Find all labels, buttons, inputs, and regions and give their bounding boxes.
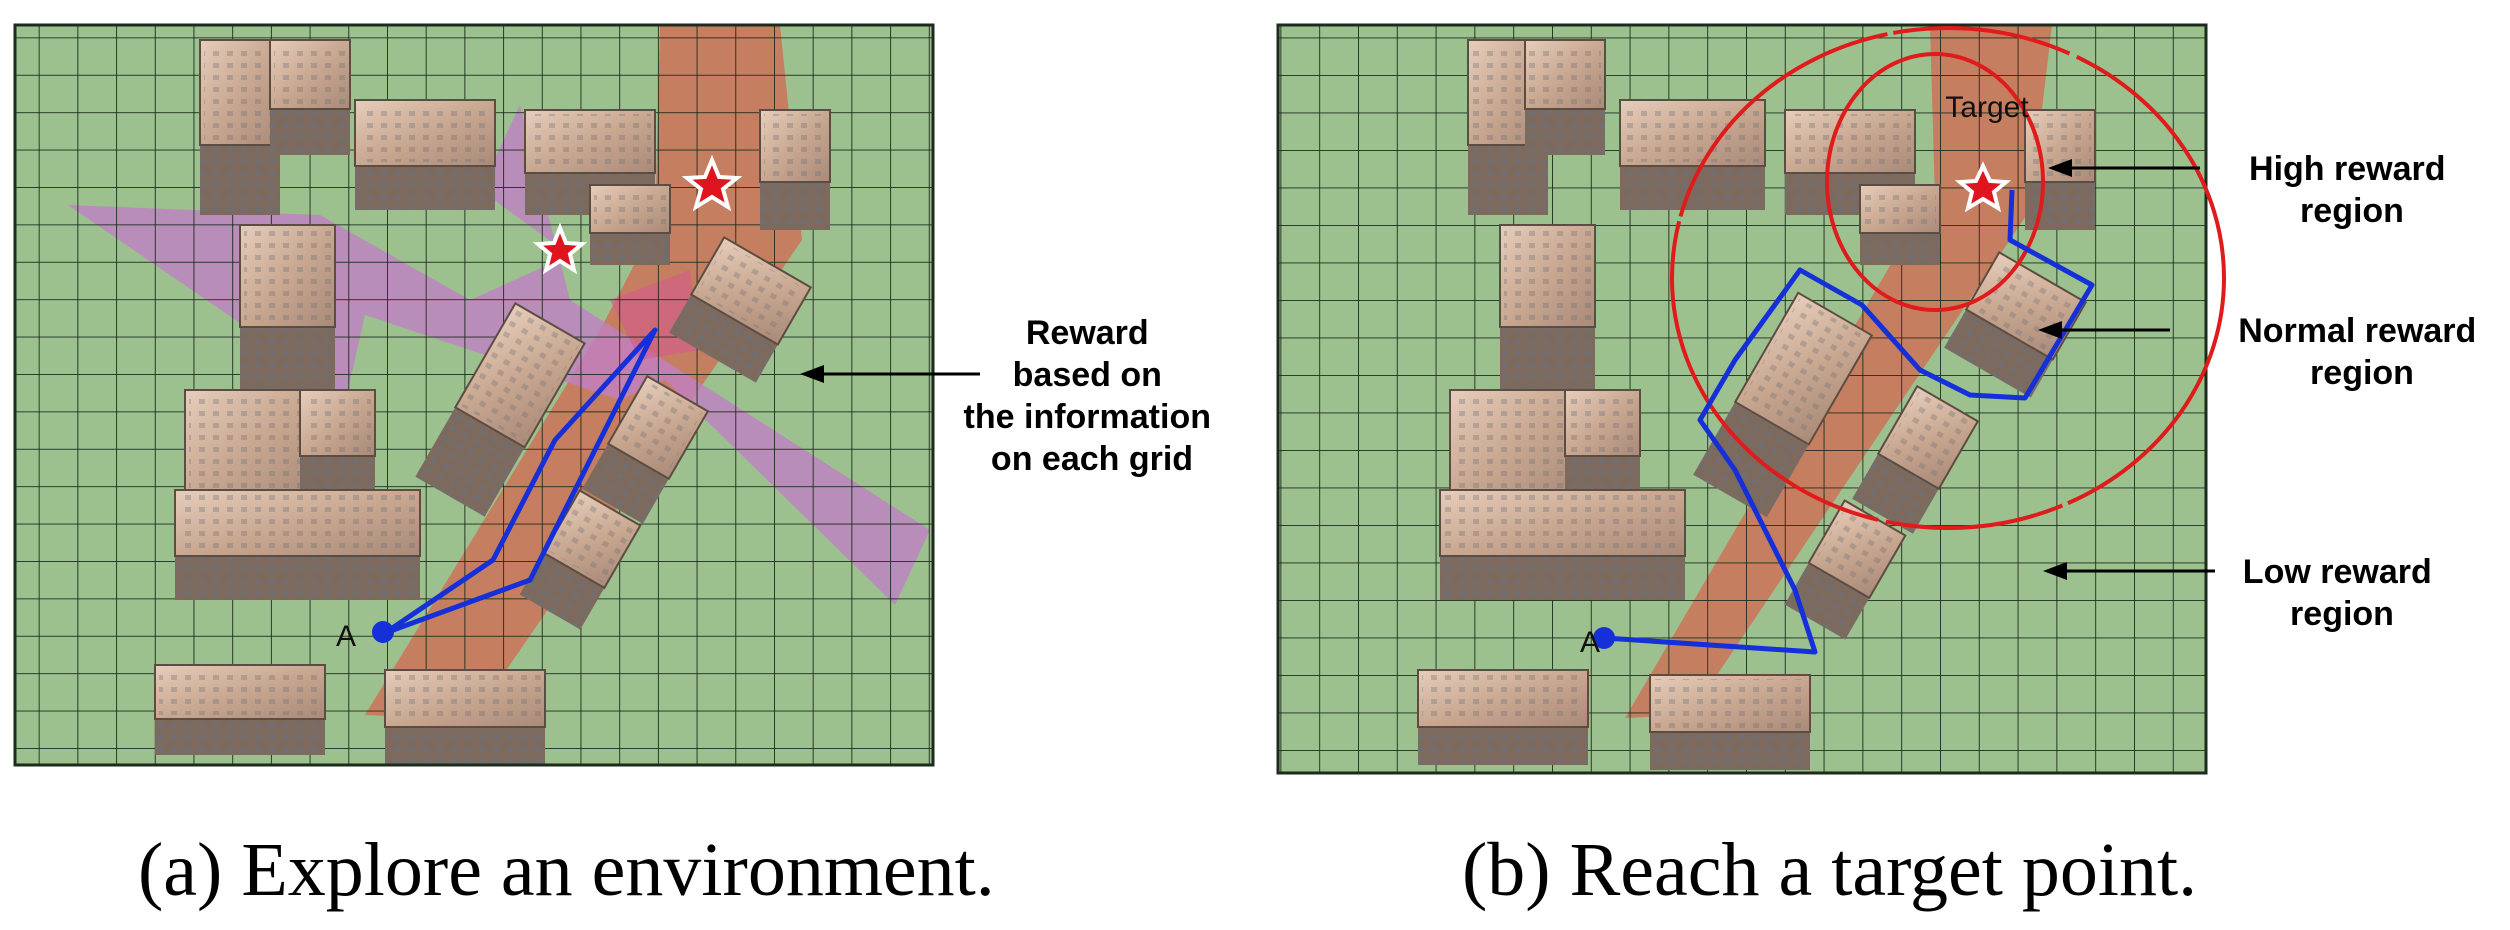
building (239, 224, 336, 395)
arrowhead-icon (800, 365, 824, 383)
annotation-high: High reward region (2249, 150, 2455, 230)
arrowhead-icon (2043, 562, 2067, 580)
building (415, 302, 587, 517)
building (582, 374, 710, 524)
building (1499, 224, 1596, 395)
arrowhead-icon (2048, 159, 2072, 177)
building (1852, 384, 1980, 534)
building (1439, 489, 1686, 600)
building (1859, 184, 1941, 265)
building (299, 389, 376, 500)
annotation-a: Reward based on the information on each … (964, 314, 1221, 478)
building (759, 109, 831, 230)
high-reward-circle (1825, 52, 2045, 312)
start-point-b (1593, 627, 1615, 649)
building (154, 664, 326, 755)
building (519, 489, 642, 630)
frame-a (13, 23, 935, 767)
building (1417, 669, 1589, 765)
building (1619, 99, 1766, 210)
building (384, 669, 546, 765)
building (199, 39, 281, 215)
building (174, 489, 421, 600)
building (1524, 39, 1606, 155)
caption-b: (b) Reach a target point. (1462, 828, 2197, 912)
panel-b-map: A Target High reward region Normal rewar… (1276, 23, 2486, 912)
building (1564, 389, 1641, 500)
panel-a-map: A Reward based on the information on eac… (13, 23, 1221, 912)
caption-a: (a) Explore an environment. (138, 828, 995, 912)
building (524, 109, 656, 215)
start-point-a-label: A (336, 620, 356, 653)
arrowhead-icon (2038, 321, 2062, 339)
normal-reward-circle (1670, 26, 2226, 530)
target-label: Target (1945, 91, 2029, 124)
star-icon (1954, 161, 2012, 213)
frame-b (1276, 23, 2208, 775)
star-icon (681, 154, 743, 212)
building (354, 99, 496, 210)
star-icon (532, 222, 588, 275)
buildings-a (154, 39, 831, 765)
annotation-low: Low reward region (2243, 553, 2441, 633)
annotation-normal: Normal reward region (2238, 312, 2486, 392)
building (669, 236, 813, 383)
uav-path-a (383, 327, 658, 636)
uav-path-b (1604, 189, 2095, 655)
building (1649, 674, 1811, 770)
start-point-a (372, 621, 394, 643)
building (1784, 499, 1907, 640)
building (269, 39, 351, 155)
building (589, 184, 671, 265)
start-point-b-label: A (1580, 626, 1600, 659)
